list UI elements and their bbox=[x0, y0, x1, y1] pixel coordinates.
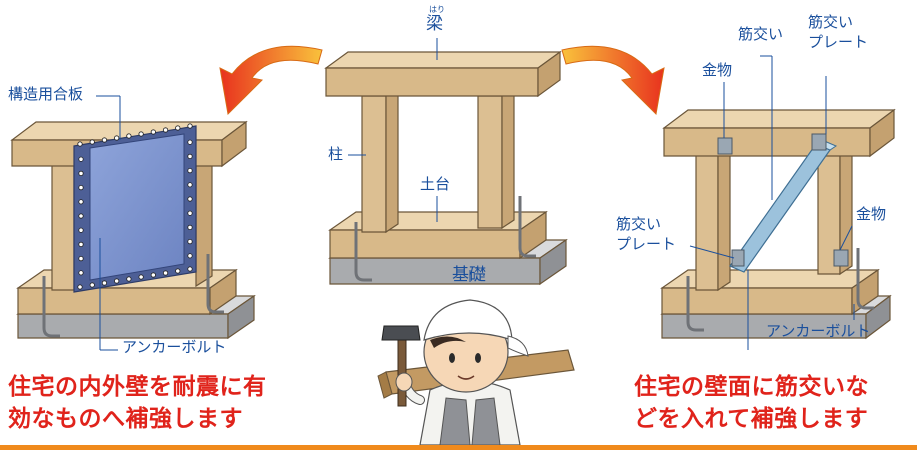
plywood-nails bbox=[77, 123, 193, 290]
hardware-top-label: 金物 bbox=[702, 61, 733, 79]
brace-plate-bottom bbox=[731, 249, 745, 267]
left-caption-line-1: 住宅の内外壁を耐震に有 bbox=[8, 374, 267, 400]
beam-label: 梁 bbox=[426, 14, 443, 34]
bottom-rule bbox=[0, 445, 917, 450]
foundation-label: 基礎 bbox=[452, 265, 486, 285]
plywood-label: 構造用合板 bbox=[8, 85, 84, 103]
beam-ruby: はり bbox=[429, 5, 445, 14]
center-frame bbox=[324, 50, 568, 286]
plywood-panel bbox=[73, 125, 197, 293]
worker-character bbox=[377, 299, 575, 446]
arrow-left bbox=[219, 45, 323, 116]
brace bbox=[729, 143, 831, 273]
hardware-top-left bbox=[717, 137, 733, 155]
left-anchor-bolt-label: アンカーボルト bbox=[122, 338, 227, 356]
arrow-right bbox=[561, 45, 665, 116]
right-caption-line-2: どを入れて補強します bbox=[634, 406, 869, 432]
brace-plate-bottom-label-2: プレート bbox=[616, 235, 677, 253]
brace-label: 筋交い bbox=[738, 25, 784, 43]
hardware-bottom-right bbox=[833, 249, 849, 267]
brace-plate-top-label-1: 筋交い bbox=[808, 13, 854, 31]
brace-plate-bottom-label-1: 筋交い bbox=[616, 215, 662, 233]
brace-plate-top bbox=[811, 133, 827, 151]
right-anchor-bolt-label: アンカーボルト bbox=[766, 322, 871, 340]
brace-plate-top-label-2: プレート bbox=[808, 33, 869, 51]
right-caption-line-1: 住宅の壁面に筋交いな bbox=[634, 374, 869, 400]
pillar-label: 柱 bbox=[328, 145, 344, 163]
left-caption-line-2: 効なものへ補強します bbox=[8, 406, 243, 432]
hardware-right-label: 金物 bbox=[856, 205, 887, 223]
sill-label: 土台 bbox=[420, 175, 451, 193]
